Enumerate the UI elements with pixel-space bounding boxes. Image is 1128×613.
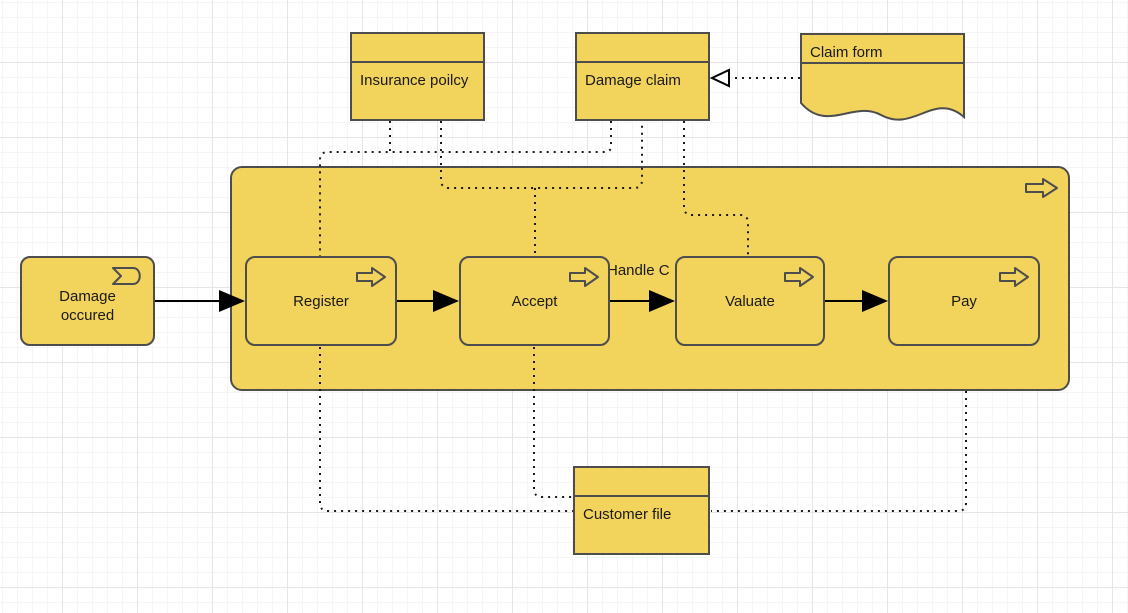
- process-arrow-icon: [1024, 176, 1060, 204]
- object-label: Insurance poilcy: [360, 72, 469, 89]
- process-arrow-icon: [568, 266, 600, 292]
- dotted-relations: [319, 77, 967, 512]
- object-customer-file[interactable]: Customer file: [573, 466, 710, 555]
- container-label: Handle C: [607, 262, 670, 279]
- object-header-band: [575, 468, 708, 497]
- object-label: Customer file: [583, 506, 672, 523]
- object-header-band: [577, 34, 708, 63]
- process-arrow-icon: [998, 266, 1030, 292]
- event-label: Damage occured: [59, 288, 116, 324]
- process-label: Valuate: [725, 292, 775, 310]
- object-damage-claim[interactable]: Damage claim: [575, 32, 710, 121]
- process-pay[interactable]: Pay: [888, 256, 1040, 346]
- event-damage-occured[interactable]: Damage occured: [20, 256, 155, 346]
- object-insurance-policy[interactable]: Insurance poilcy: [350, 32, 485, 121]
- process-arrow-icon: [783, 266, 815, 292]
- process-label: Accept: [511, 292, 558, 310]
- event-icon: [111, 266, 145, 290]
- process-valuate[interactable]: Valuate: [675, 256, 825, 346]
- object-header-band: [352, 34, 483, 63]
- realization-arrowhead: [709, 68, 730, 88]
- representation-claim-form[interactable]: Claim form: [800, 33, 965, 128]
- process-label: Register: [293, 292, 349, 310]
- process-label: Pay: [951, 292, 977, 310]
- object-label: Damage claim: [585, 72, 681, 89]
- representation-label: Claim form: [810, 44, 883, 61]
- process-accept[interactable]: Accept: [459, 256, 610, 346]
- process-register[interactable]: Register: [245, 256, 397, 346]
- process-arrow-icon: [355, 266, 387, 292]
